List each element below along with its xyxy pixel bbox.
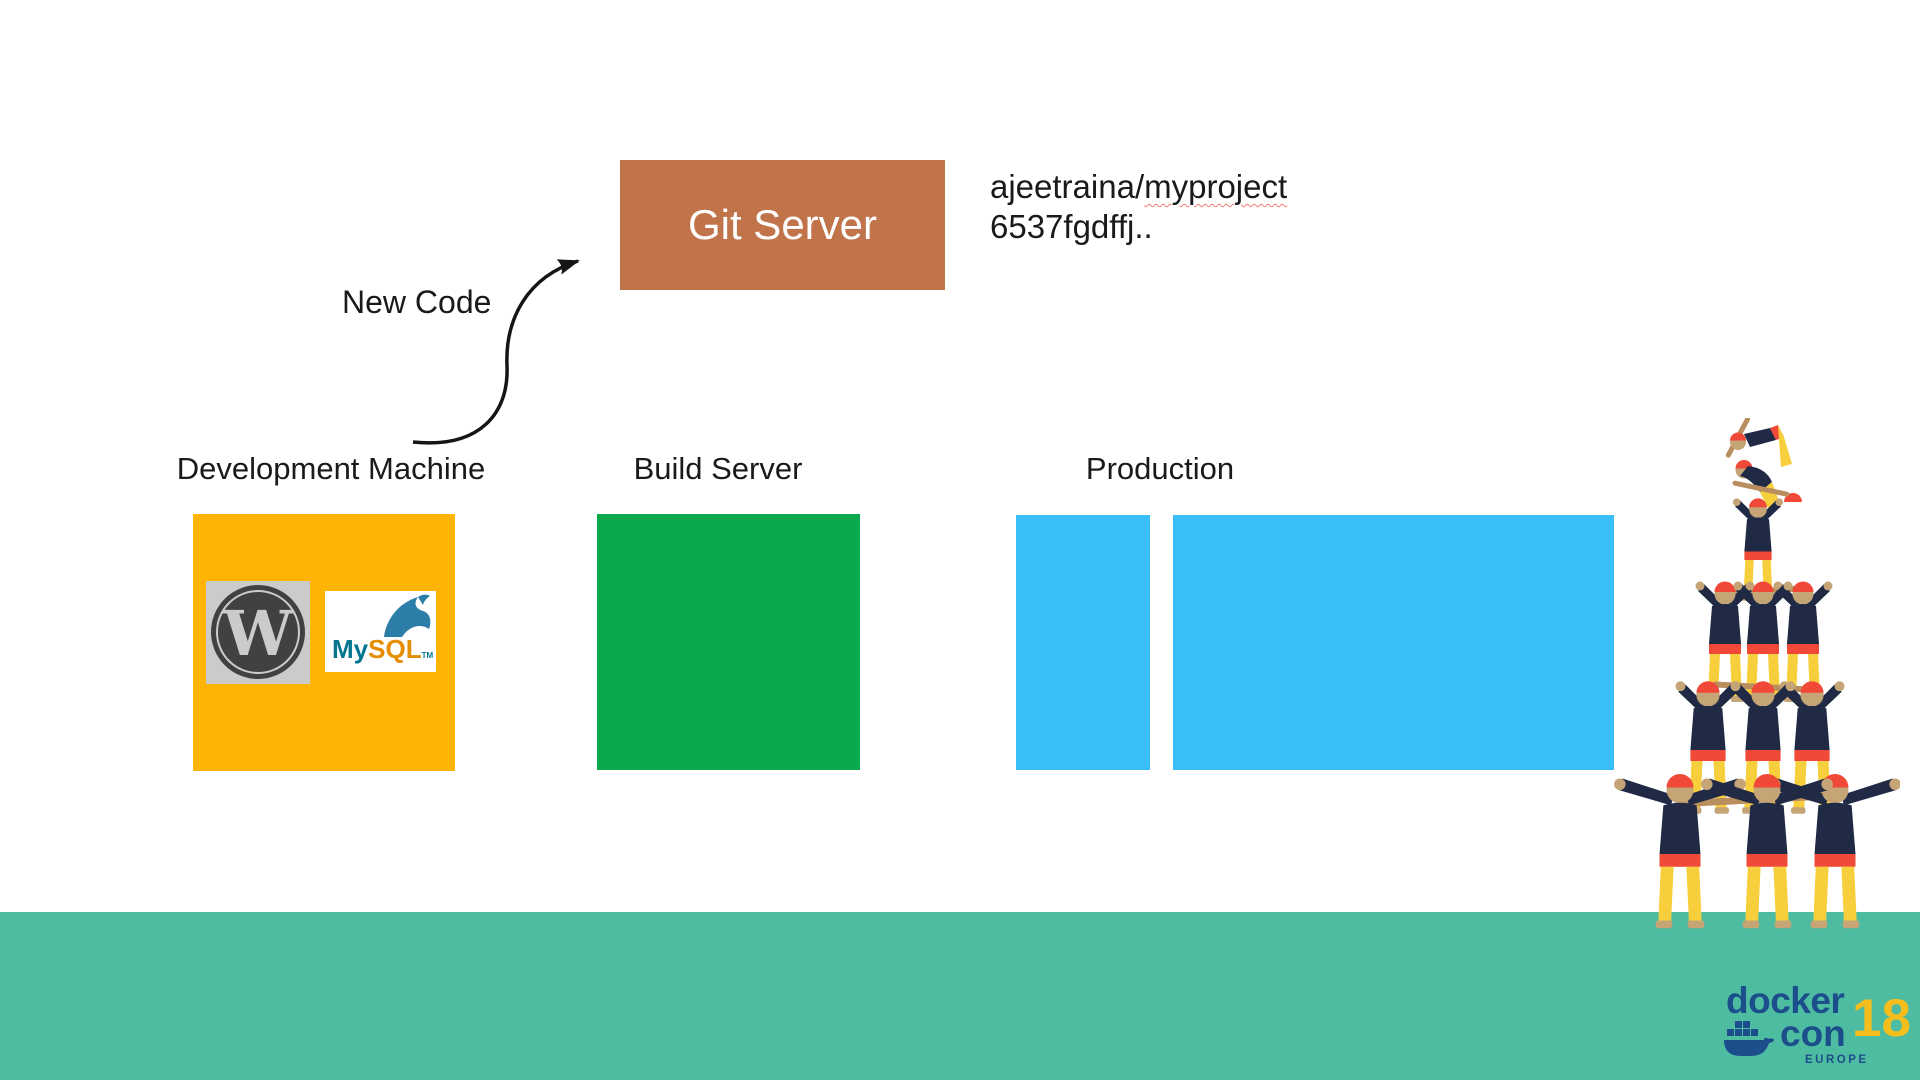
dockercon-year-text: 18 — [1852, 989, 1911, 1048]
dockercon-con-text: con — [1780, 1013, 1846, 1054]
mysql-tm-text: TM — [421, 651, 434, 660]
build-server-label: Build Server — [633, 451, 803, 486]
production-box-small — [1016, 515, 1150, 770]
commit-repo-line: ajeetraina/myproject — [990, 167, 1287, 207]
wordpress-circle: W — [211, 585, 305, 679]
dockercon-europe-text: EUROPE — [1805, 1054, 1869, 1066]
commit-hash-text: 6537fgdffj.. — [990, 208, 1153, 245]
mysql-sql-text: SQL — [368, 634, 422, 664]
git-server-label: Git Server — [687, 201, 878, 248]
dockercon-docker-text: docker — [1726, 980, 1845, 1021]
commit-annotation: ajeetraina/myproject 6537fgdffj.. — [990, 167, 1287, 247]
production-box-large — [1173, 515, 1614, 770]
mysql-my-text: My — [332, 634, 369, 664]
dockercon-logo: docker con 18 EUROPE — [1716, 980, 1920, 1075]
wordpress-w-letter: W — [222, 597, 294, 670]
mysql-dolphin-icon — [384, 594, 431, 637]
repo-owner-text: ajeetraina/ — [990, 168, 1145, 205]
footer-band — [0, 912, 1920, 1080]
mysql-logo-icon: MySQLTM — [325, 591, 436, 672]
docker-whale-icon — [1724, 1021, 1774, 1056]
human-pyramid-illustration — [1614, 418, 1900, 929]
build-server-box — [597, 514, 860, 770]
new-code-label: New Code — [342, 284, 492, 320]
wordpress-logo-icon: W — [206, 581, 310, 684]
production-label: Production — [1085, 451, 1235, 486]
development-machine-label: Development Machine — [176, 451, 486, 486]
pyramid-top-figures — [1725, 418, 1802, 508]
repo-name-text: myproject — [1144, 168, 1288, 205]
mysql-wordmark: MySQLTM — [332, 634, 433, 665]
commit-hash-line: 6537fgdffj.. — [990, 207, 1287, 247]
git-server-box: Git Server — [620, 160, 945, 290]
